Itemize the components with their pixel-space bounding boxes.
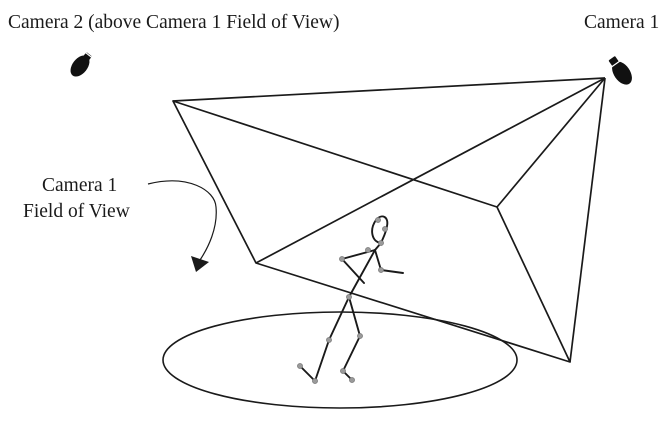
floor-ellipse xyxy=(162,311,518,409)
joint-elbow-right xyxy=(378,267,384,273)
figure-left-arm xyxy=(341,249,376,284)
figure-right-leg xyxy=(342,296,361,381)
joint-knee-right xyxy=(357,333,363,339)
joint-shoulder-left xyxy=(365,247,371,253)
joint-foot-left xyxy=(297,363,303,369)
fov-callout-arrowhead xyxy=(191,256,209,272)
joint-head-top xyxy=(375,217,381,223)
joint-elbow-left xyxy=(339,256,345,262)
fov-edge-top-right xyxy=(496,77,606,208)
fov-callout-arrow xyxy=(147,180,217,261)
fov-edge-bottom-right xyxy=(569,77,606,363)
joint-knee-left xyxy=(326,337,332,343)
camera-1-icon xyxy=(608,56,632,85)
fov-edge-top-left xyxy=(172,77,606,102)
fov-edge-bottom-left xyxy=(255,77,606,264)
camera-1-label: Camera 1 xyxy=(584,12,660,33)
field-of-view-pyramid xyxy=(172,77,606,363)
joint-foot-right xyxy=(349,377,355,383)
stick-figure-joints xyxy=(297,217,388,384)
fov-label-line-1: Camera 1 xyxy=(42,175,118,196)
joint-ankle-right xyxy=(340,368,346,374)
joint-ankle-left xyxy=(312,378,318,384)
joint-head-side xyxy=(382,226,388,232)
camera-2-icon xyxy=(70,51,93,77)
stick-figure xyxy=(297,215,404,384)
joint-hip xyxy=(346,294,352,300)
figure-left-leg xyxy=(299,296,350,382)
figure-head xyxy=(371,215,389,244)
joint-neck xyxy=(378,240,384,246)
figure-spine xyxy=(348,249,376,298)
stick-figure-skeleton xyxy=(299,215,404,382)
fov-label-line-2: Field of View xyxy=(23,201,130,222)
camera-2-label: Camera 2 (above Camera 1 Field of View) xyxy=(8,12,340,33)
